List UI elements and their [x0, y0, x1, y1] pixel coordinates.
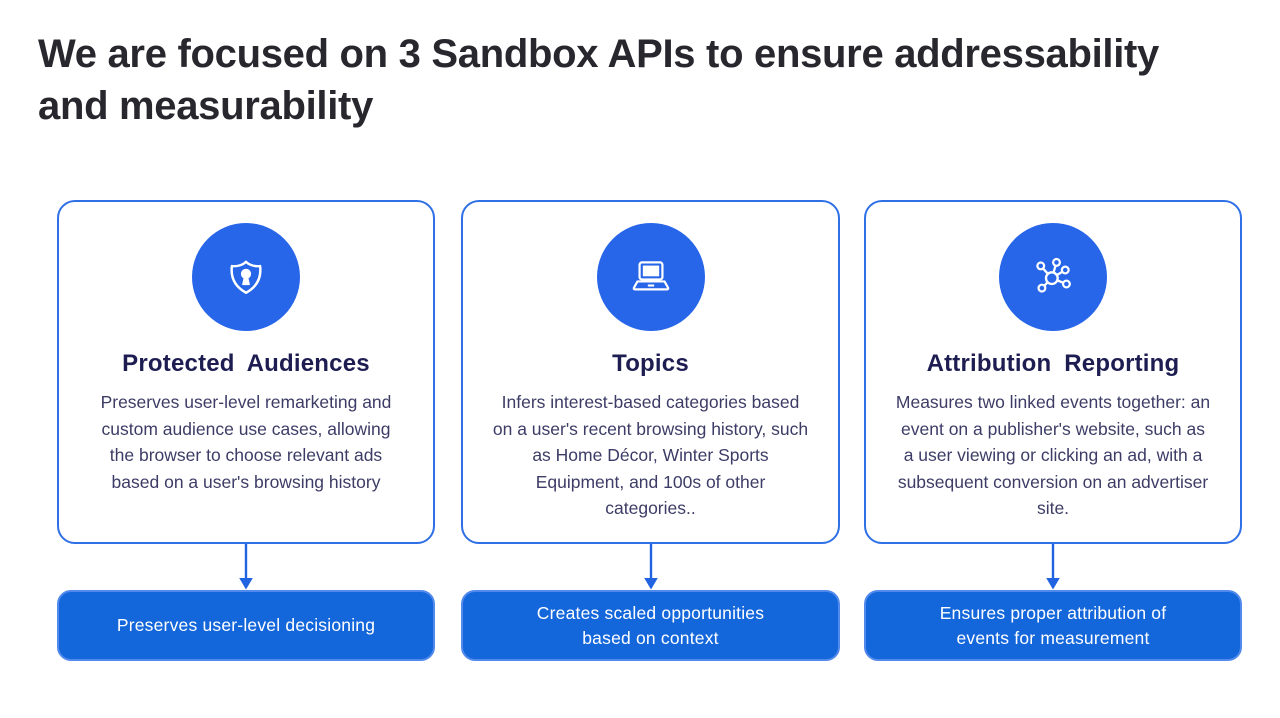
- card-protected-audiences: Protected Audiences Preserves user-level…: [57, 200, 435, 544]
- card-topics: Topics Infers interest-based categories …: [461, 200, 840, 544]
- connector-arrow: [1042, 544, 1064, 590]
- card-description: Infers interest-based categories based o…: [492, 392, 809, 518]
- slide-title: We are focused on 3 Sandbox APIs to ensu…: [38, 32, 1160, 128]
- card-description: Measures two linked events together: an …: [895, 392, 1211, 518]
- laptop-icon: [596, 223, 705, 331]
- outcome-pill-protected-audiences: Preserves user-level decisioning: [57, 590, 435, 661]
- pill-label: Ensures proper attribution of events for…: [939, 602, 1167, 648]
- card-attribution-reporting: Attribution Reporting Measures two linke…: [864, 200, 1242, 544]
- outcome-pill-topics: Creates scaled opportunities based on co…: [461, 590, 840, 661]
- shield-keyhole-icon: [192, 223, 300, 331]
- card-title: Attribution Reporting: [926, 350, 1180, 377]
- pill-label: Preserves user-level decisioning: [116, 615, 376, 635]
- connector-arrow: [235, 544, 257, 590]
- card-title: Topics: [612, 350, 689, 377]
- outcome-pill-attribution-reporting: Ensures proper attribution of events for…: [864, 590, 1242, 661]
- card-title: Protected Audiences: [122, 350, 370, 377]
- connector-arrow: [640, 544, 662, 590]
- column-protected-audiences: Protected Audiences Preserves user-level…: [57, 200, 435, 661]
- network-nodes-icon: [999, 223, 1107, 331]
- column-attribution-reporting: Attribution Reporting Measures two linke…: [864, 200, 1242, 661]
- card-description: Preserves user-level remarketing and cus…: [100, 392, 392, 492]
- pill-label: Creates scaled opportunities based on co…: [536, 602, 765, 648]
- column-topics: Topics Infers interest-based categories …: [461, 200, 840, 661]
